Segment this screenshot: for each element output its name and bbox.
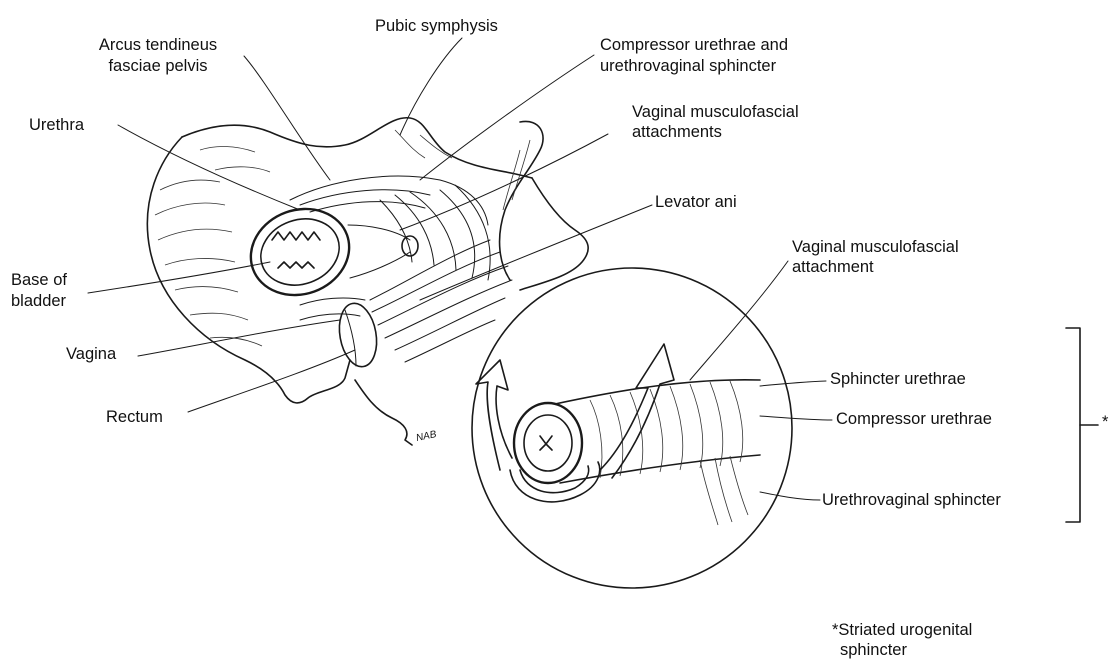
label-compressor-urethrae: Compressor urethrae <box>836 410 992 429</box>
label-vaginal-mf-attachments-line1: Vaginal musculofascial <box>632 103 799 122</box>
pelvic-bone <box>147 118 588 445</box>
footnote-line1: *Striated urogenital <box>832 621 972 640</box>
label-vaginal-mf-attachments-line2: attachments <box>632 123 722 142</box>
label-arcus-tendineus-line2: fasciae pelvis <box>74 57 242 76</box>
footnote-line2: sphincter <box>840 641 907 660</box>
label-base-of-bladder-line1: Base of <box>11 271 67 290</box>
label-urethra: Urethra <box>29 116 84 135</box>
label-base-of-bladder-line2: bladder <box>11 292 66 311</box>
pelvic-floor-muscles <box>290 176 512 362</box>
bracket-asterisk: * <box>1102 413 1108 432</box>
bracket <box>1066 328 1098 522</box>
vagina-rectum <box>300 298 381 370</box>
label-vagina: Vagina <box>66 345 116 364</box>
label-vaginal-mf-attachment-line1: Vaginal musculofascial <box>792 238 959 257</box>
label-rectum: Rectum <box>106 408 163 427</box>
label-arcus-tendineus-line1: Arcus tendineus <box>74 36 242 55</box>
label-urethrovaginal-sphincter: Urethrovaginal sphincter <box>822 491 1001 510</box>
label-vaginal-mf-attachment-line2: attachment <box>792 258 874 277</box>
label-pubic-symphysis: Pubic symphysis <box>375 17 498 36</box>
label-compressor-uv-line1: Compressor urethrae and <box>600 36 788 55</box>
label-compressor-uv-line2: urethrovaginal sphincter <box>600 57 776 76</box>
label-levator-ani: Levator ani <box>655 193 737 212</box>
label-sphincter-urethrae: Sphincter urethrae <box>830 370 966 389</box>
